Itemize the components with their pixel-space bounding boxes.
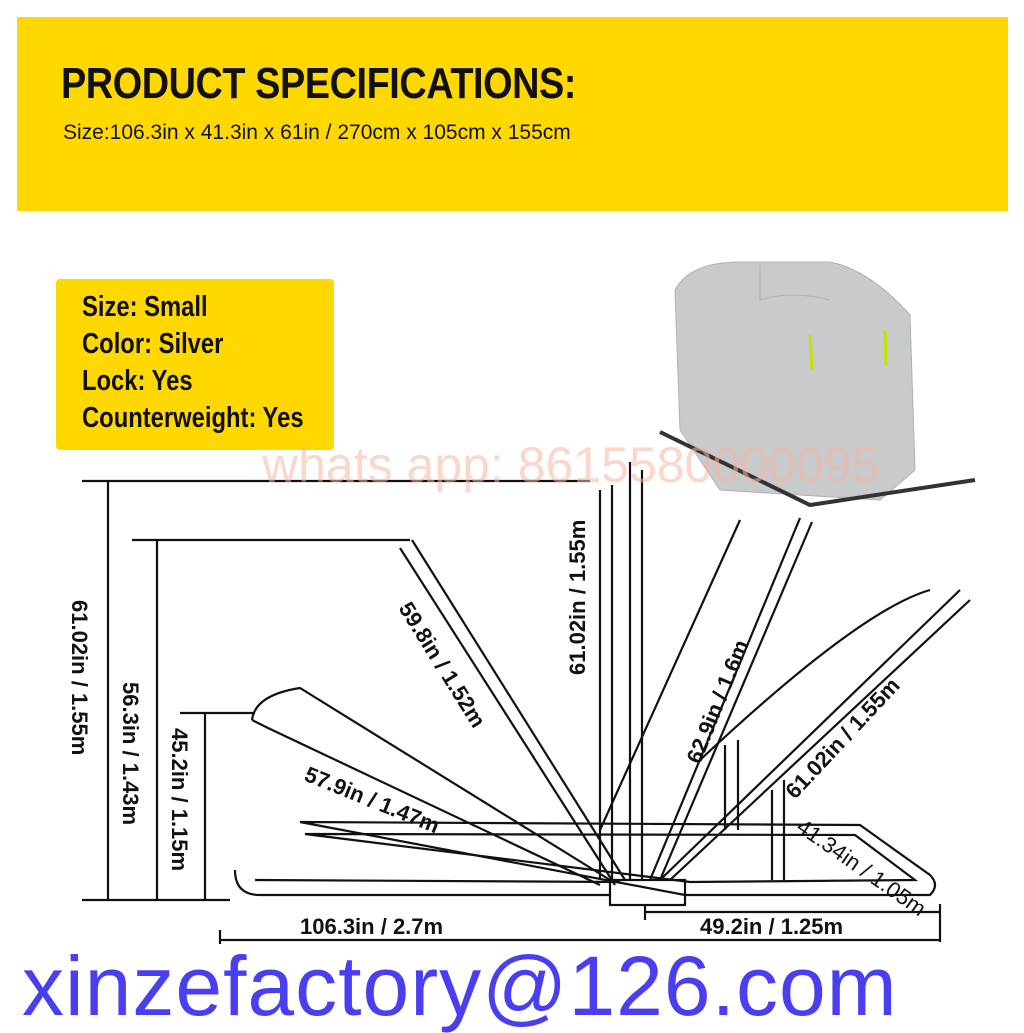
half-length-label: 49.2in / 1.25m (700, 914, 843, 939)
spec-size: Size: Small (82, 291, 208, 323)
height-3-label: 45.2in / 1.15m (167, 728, 192, 871)
arm-4-label: 62.9in / 1.6m (681, 636, 753, 767)
height-2-label: 56.3in / 1.43m (118, 682, 143, 825)
arm-5-label: 61.02in / 1.55m (780, 673, 904, 804)
email-watermark: xinzefactory@126.com (22, 939, 898, 1033)
size-spec: Size:106.3in x 41.3in x 61in / 270cm x 1… (63, 121, 571, 144)
frame-lines (82, 462, 971, 944)
spec-lock: Lock: Yes (82, 365, 193, 397)
arm-2-label: 59.8in / 1.52m (394, 597, 491, 732)
page-title: PRODUCT SPECIFICATIONS: (61, 59, 576, 108)
watermark: whats app: 8615580000095 (262, 437, 880, 493)
motorcycle-cover-icon (659, 261, 976, 508)
overall-height-label: 61.02in / 1.55m (67, 600, 92, 755)
depth-label: 41.34in / 1.05m (792, 814, 931, 921)
arm-3-label: 61.02in / 1.55m (565, 520, 590, 675)
specs-box: Size: Small Color: Silver Lock: Yes Coun… (56, 279, 334, 450)
length-label: 106.3in / 2.7m (300, 914, 443, 939)
spec-counterweight: Counterweight: Yes (82, 402, 304, 434)
header-banner: PRODUCT SPECIFICATIONS: Size:106.3in x 4… (17, 17, 1008, 211)
spec-color: Color: Silver (82, 328, 224, 360)
